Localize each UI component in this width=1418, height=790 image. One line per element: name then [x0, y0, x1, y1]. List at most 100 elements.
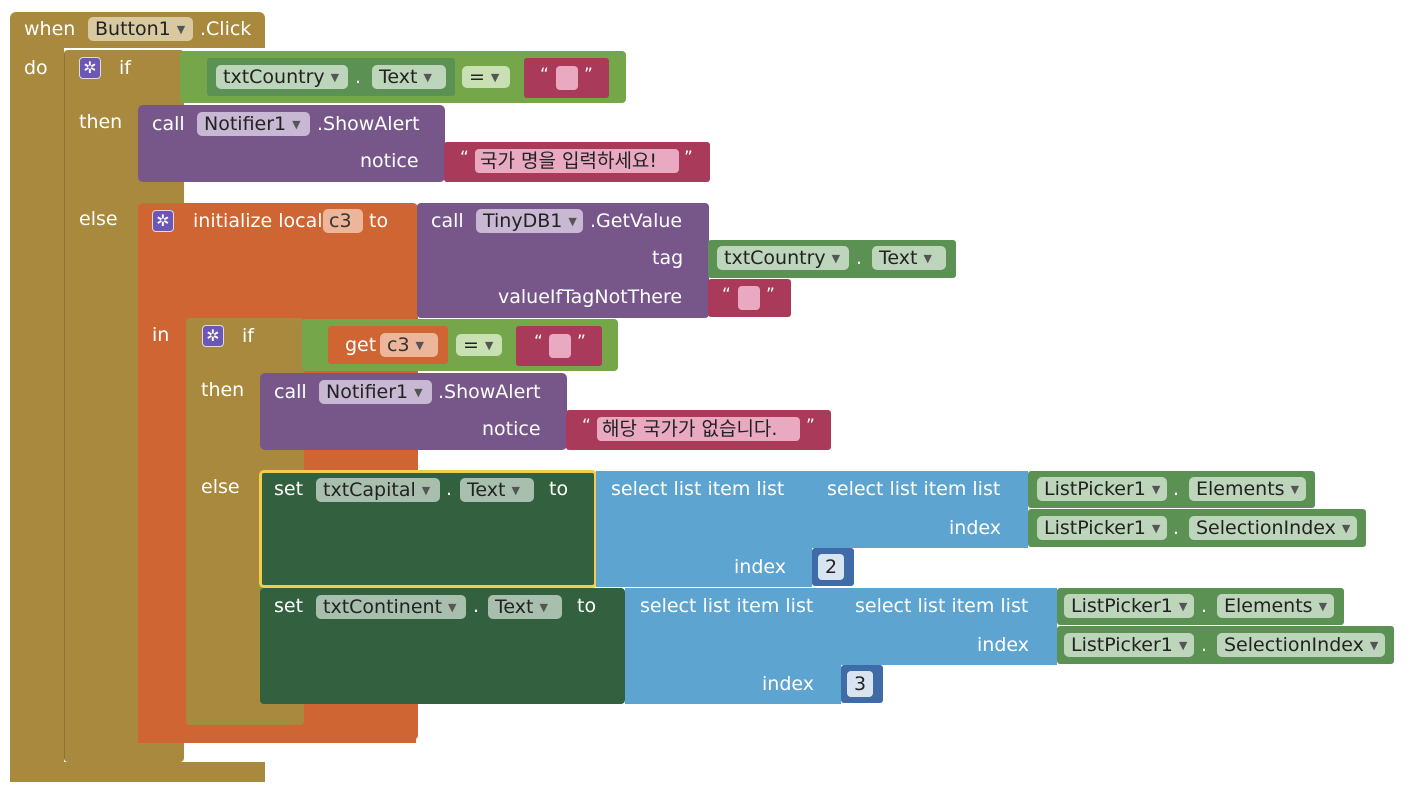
else-label: else — [79, 208, 118, 230]
dot-separator: . — [446, 478, 453, 500]
notice-label: notice — [360, 150, 419, 172]
chevron-down-icon: ▼ — [831, 251, 841, 265]
set-label: set — [274, 595, 304, 617]
component-dropdown[interactable]: txtCapital▼ — [316, 478, 440, 502]
index-label: index — [734, 556, 786, 578]
property-dropdown[interactable]: Elements▼ — [1217, 594, 1334, 618]
property-dropdown[interactable]: Text▼ — [460, 478, 534, 502]
gear-icon[interactable]: ✲ — [202, 325, 224, 347]
notifier-dropdown[interactable]: Notifier1▼ — [197, 112, 310, 136]
select-list-item-label: select list item list — [640, 595, 814, 617]
chevron-down-icon: ▼ — [423, 70, 432, 84]
component-dropdown[interactable]: ListPicker1▼ — [1037, 477, 1167, 501]
to-label: to — [577, 595, 597, 617]
select-list-item-outer-block[interactable] — [625, 588, 841, 704]
component-dropdown[interactable]: txtCountry▼ — [216, 65, 348, 89]
set-label: set — [274, 478, 304, 500]
chevron-down-icon: ▼ — [1151, 521, 1161, 535]
chevron-down-icon: ▼ — [1341, 521, 1351, 535]
property-dropdown[interactable]: SelectionIndex▼ — [1189, 516, 1357, 540]
chevron-down-icon: ▼ — [330, 70, 340, 84]
call-label: call — [431, 210, 464, 232]
method-label: .ShowAlert — [438, 381, 541, 403]
component-dropdown[interactable]: ListPicker1▼ — [1064, 633, 1194, 657]
to-label: to — [549, 478, 569, 500]
close-quote-icon: ” — [766, 285, 775, 305]
dot-separator: . — [355, 66, 362, 88]
property-dropdown[interactable]: Elements▼ — [1189, 477, 1306, 501]
notifier-dropdown[interactable]: Notifier1▼ — [319, 380, 432, 404]
select-list-item-inner-block[interactable] — [841, 588, 1057, 665]
chevron-down-icon: ▼ — [421, 483, 431, 497]
select-list-item-label: select list item list — [611, 478, 785, 500]
close-quote-icon: ” — [584, 65, 593, 85]
chevron-down-icon: ▼ — [539, 600, 548, 614]
operator-dropdown[interactable]: =▼ — [456, 334, 502, 356]
then-label: then — [79, 111, 123, 133]
chevron-down-icon: ▼ — [1369, 638, 1379, 652]
chevron-down-icon: ▼ — [490, 70, 500, 84]
component-dropdown[interactable]: txtCountry▼ — [717, 246, 849, 270]
dot-separator: . — [1173, 517, 1180, 539]
initialize-local-bottom — [138, 727, 416, 743]
number-field[interactable]: 2 — [818, 554, 845, 580]
select-list-item-outer-block[interactable] — [596, 471, 812, 587]
property-dropdown[interactable]: Text▼ — [372, 65, 446, 89]
chevron-down-icon: ▼ — [176, 22, 186, 36]
button1-dropdown[interactable]: Button1▼ — [88, 17, 193, 41]
select-list-item-label: select list item list — [855, 595, 1029, 617]
chevron-down-icon: ▼ — [448, 600, 457, 614]
dot-separator: . — [1173, 478, 1180, 500]
empty-string-field[interactable] — [549, 334, 571, 358]
dot-separator: . — [856, 247, 863, 269]
gear-icon[interactable]: ✲ — [79, 57, 101, 79]
chevron-down-icon: ▼ — [1178, 599, 1188, 613]
local-variable-name-field[interactable]: c3 — [323, 209, 363, 233]
dot-separator: . — [473, 595, 480, 617]
chevron-down-icon: ▼ — [1290, 482, 1300, 496]
chevron-down-icon: ▼ — [292, 117, 301, 131]
notice-label: notice — [482, 418, 541, 440]
property-dropdown[interactable]: Text▼ — [488, 595, 562, 619]
open-quote-icon: “ — [460, 148, 469, 168]
number-field[interactable]: 3 — [847, 671, 874, 697]
event-bottom — [10, 762, 265, 782]
close-quote-icon: ” — [577, 332, 586, 352]
initialize-local-label: initialize local — [193, 210, 323, 232]
select-list-item-inner-block[interactable] — [812, 471, 1028, 548]
notice-string-field[interactable]: 국가 명을 입력하세요! — [475, 149, 679, 173]
variable-dropdown[interactable]: c3▼ — [380, 333, 438, 357]
component-dropdown[interactable]: txtContinent▼ — [316, 595, 466, 619]
to-label: to — [369, 210, 389, 232]
chevron-down-icon: ▼ — [415, 338, 425, 352]
if-label: if — [242, 325, 254, 347]
select-list-item-label: select list item list — [827, 478, 1001, 500]
method-label: .ShowAlert — [317, 113, 420, 135]
property-dropdown[interactable]: Text▼ — [872, 246, 946, 270]
tinydb-dropdown[interactable]: TinyDB1▼ — [476, 209, 583, 233]
open-quote-icon: “ — [582, 416, 591, 436]
component-dropdown[interactable]: ListPicker1▼ — [1037, 516, 1167, 540]
open-quote-icon: “ — [540, 65, 549, 85]
gear-icon[interactable]: ✲ — [152, 210, 174, 232]
click-event-label: .Click — [200, 18, 252, 40]
when-label: when — [24, 18, 76, 40]
then-label: then — [201, 379, 245, 401]
call-label: call — [152, 113, 185, 135]
notifier1-showalert-body — [260, 410, 567, 450]
empty-string-field[interactable] — [738, 286, 760, 310]
operator-dropdown[interactable]: =▼ — [462, 66, 510, 88]
component-dropdown[interactable]: ListPicker1▼ — [1064, 594, 1194, 618]
property-dropdown[interactable]: SelectionIndex▼ — [1217, 633, 1385, 657]
chevron-down-icon: ▼ — [568, 214, 577, 228]
empty-string-field[interactable] — [556, 66, 578, 90]
close-quote-icon: ” — [684, 148, 693, 168]
chevron-down-icon: ▼ — [414, 385, 423, 399]
chevron-down-icon: ▼ — [511, 483, 520, 497]
dot-separator: . — [1201, 595, 1208, 617]
if-label: if — [119, 57, 131, 79]
event-do-arm — [10, 48, 64, 772]
in-label: in — [152, 324, 170, 346]
notice-string-field[interactable]: 해당 국가가 없습니다. — [597, 417, 800, 441]
tag-label: tag — [652, 247, 684, 269]
